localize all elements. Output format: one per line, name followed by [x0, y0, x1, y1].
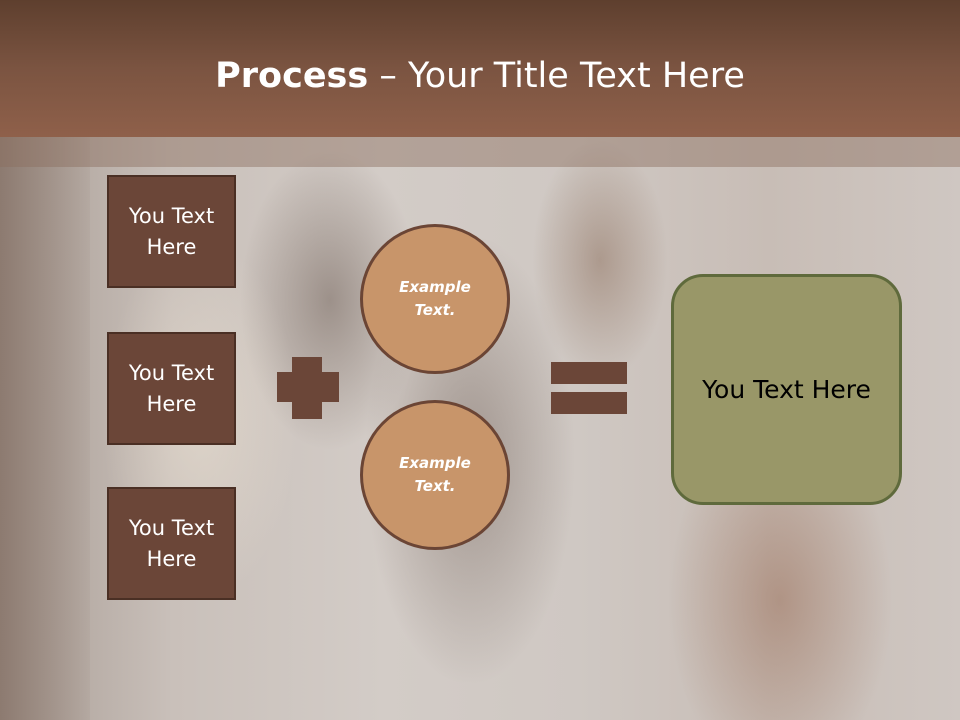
- title-bar: [0, 0, 960, 137]
- left-box-label: You Text Here: [128, 515, 215, 571]
- plus-icon-bar: [277, 372, 339, 402]
- result-box[interactable]: You Text Here: [671, 274, 902, 505]
- example-circle-1[interactable]: Example Text.: [360, 224, 510, 374]
- circle-label: Example Text.: [399, 278, 471, 319]
- circle-label: Example Text.: [399, 454, 471, 495]
- left-box-2[interactable]: You Text Here: [107, 332, 236, 445]
- left-box-label: You Text Here: [128, 360, 215, 416]
- example-circle-2[interactable]: Example Text.: [360, 400, 510, 550]
- background-left-panel: [0, 137, 90, 720]
- slide-title: Process – Your Title Text Here: [0, 54, 960, 98]
- title-strip: [0, 137, 960, 167]
- left-box-1[interactable]: You Text Here: [107, 175, 236, 288]
- left-box-label: You Text Here: [128, 203, 215, 259]
- slide-title-bold: Process: [215, 56, 369, 96]
- result-label: You Text Here: [702, 375, 871, 404]
- equals-icon-bar: [551, 392, 627, 414]
- equals-icon: [551, 362, 627, 384]
- slide-title-rest: – Your Title Text Here: [368, 56, 745, 96]
- left-box-3[interactable]: You Text Here: [107, 487, 236, 600]
